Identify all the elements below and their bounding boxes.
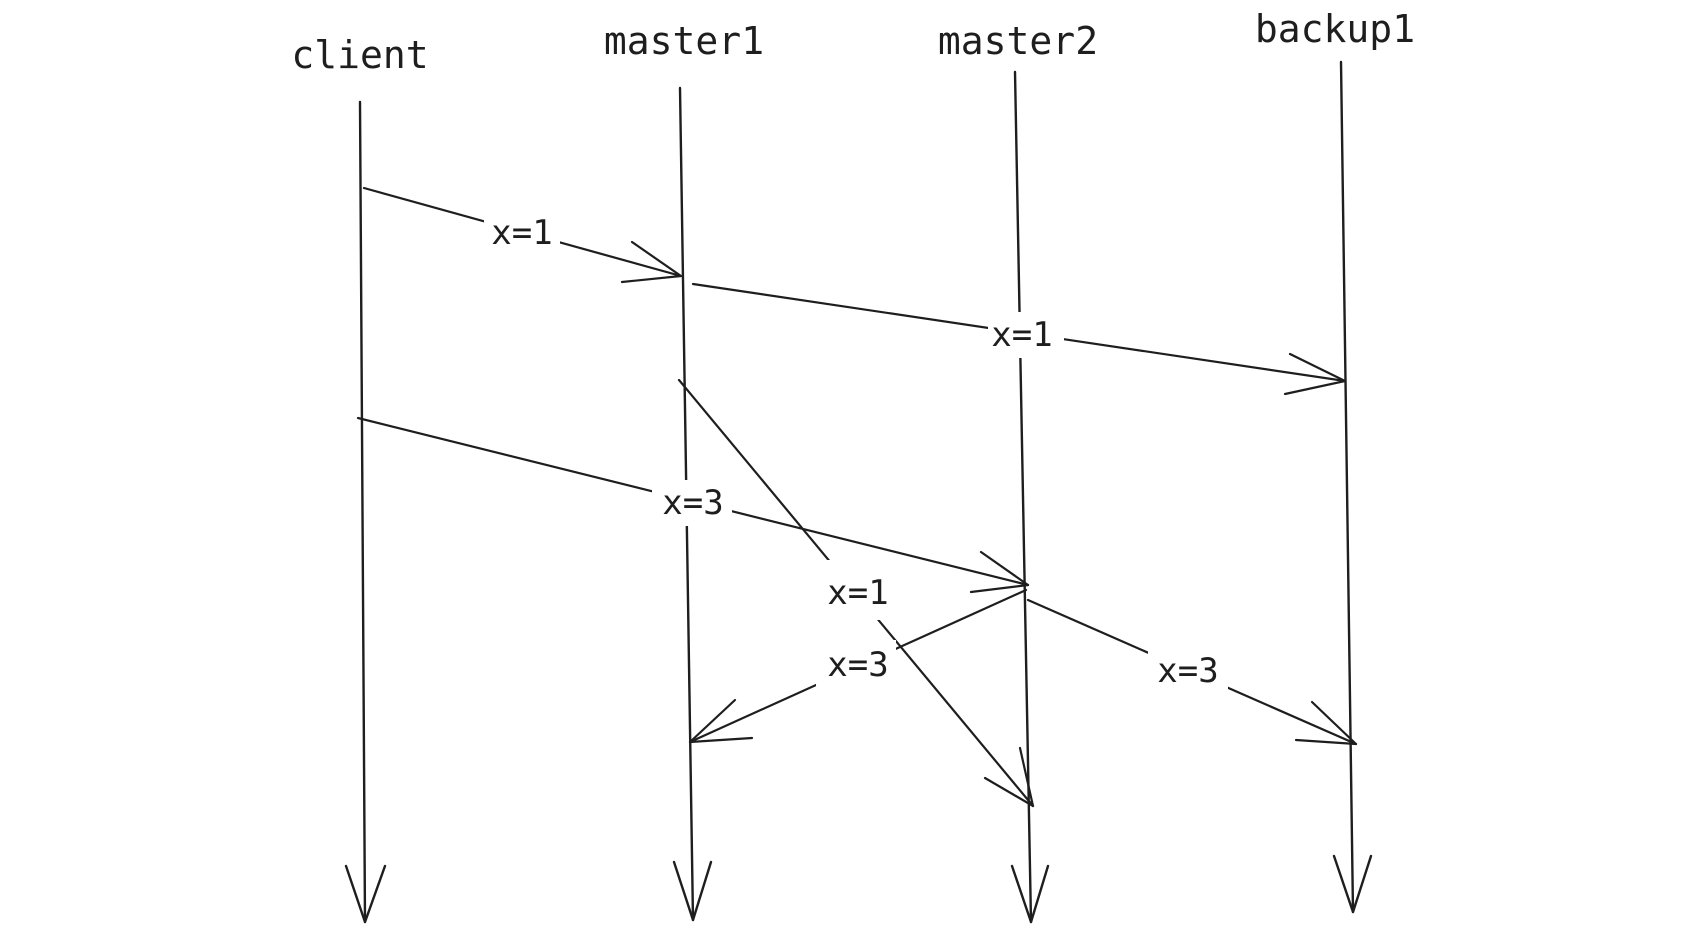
message-arrow-master1-to-master2: x=1	[677, 378, 1035, 808]
lane-label-master2: master2	[938, 19, 1098, 63]
lifeline-backup1	[1332, 60, 1373, 914]
message-label-master2-to-master1: x=3	[827, 645, 888, 685]
message-arrow-client-to-master2: x=3	[356, 416, 1030, 594]
lifeline-client	[344, 100, 387, 924]
message-label-master1-to-master2: x=1	[827, 573, 888, 613]
message-label-master2-to-backup1: x=3	[1157, 651, 1218, 691]
message-label-client-to-master2: x=3	[662, 483, 723, 523]
message-label-client-to-master1: x=1	[491, 213, 552, 253]
message-arrow-client-to-master1: x=1	[362, 186, 683, 284]
lane-label-backup1: backup1	[1255, 7, 1415, 51]
message-arrow-master1-to-backup1: x=1	[691, 282, 1347, 396]
lane-label-master1: master1	[604, 19, 764, 63]
message-arrow-master2-to-backup1: x=3	[1026, 598, 1358, 746]
message-arrow-master2-to-master1: x=3	[688, 588, 1028, 744]
message-label-master1-to-backup1: x=1	[991, 315, 1052, 355]
lane-label-client: client	[291, 33, 428, 77]
